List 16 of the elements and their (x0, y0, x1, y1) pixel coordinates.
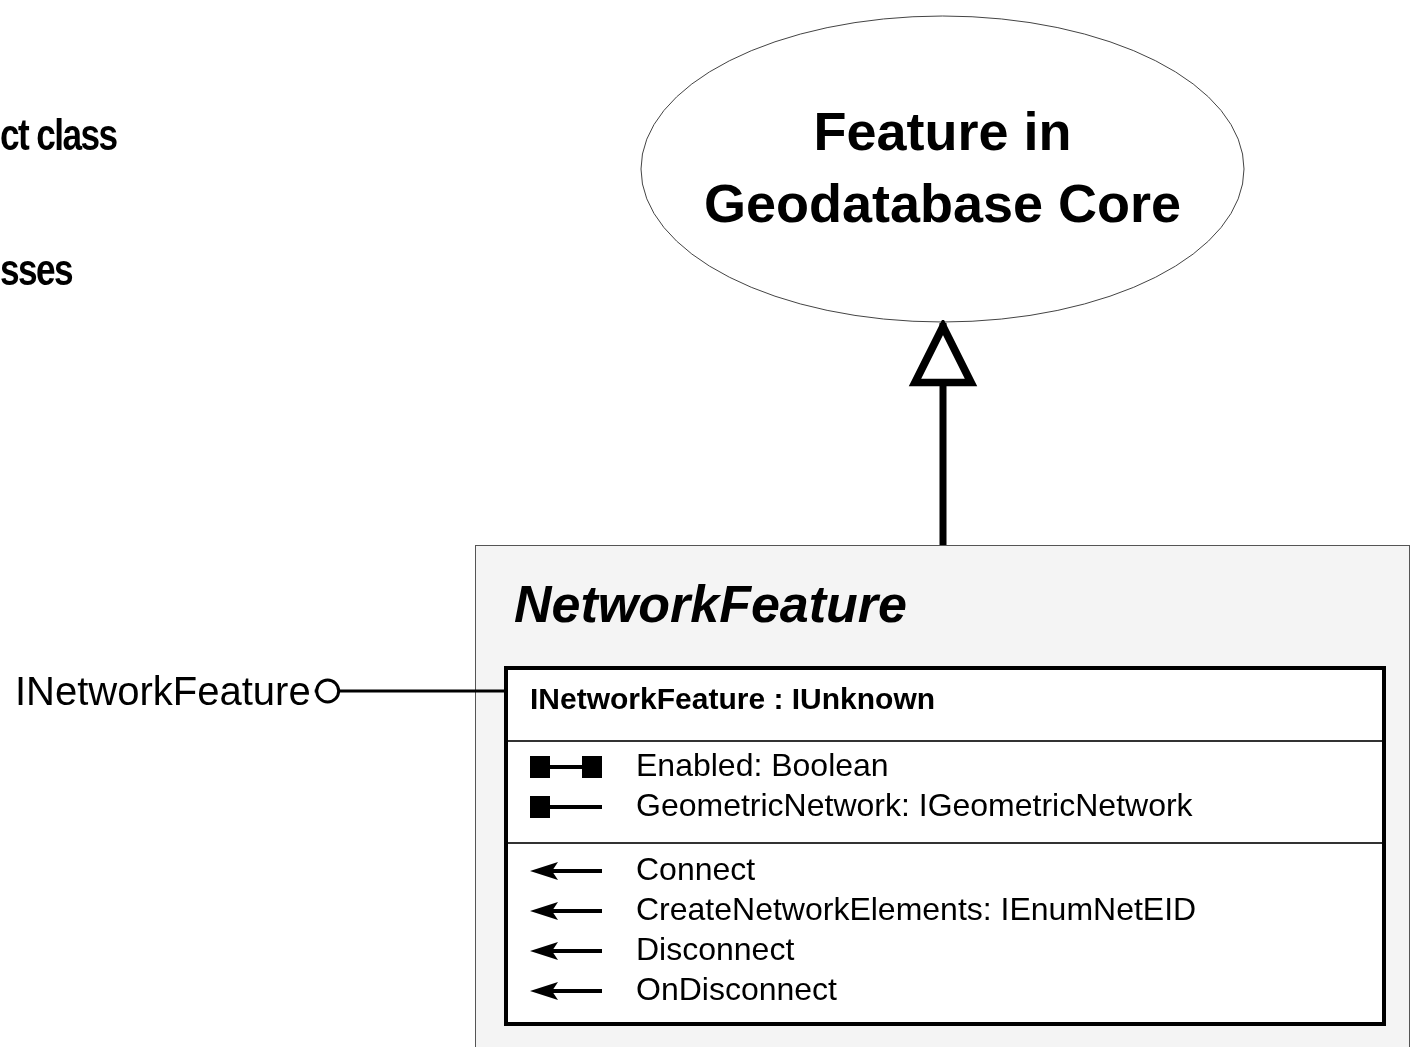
property-name: Enabled: Boolean (636, 747, 889, 783)
property-name: GeometricNetwork: IGeometricNetwork (636, 787, 1193, 823)
node-title: Feature in Geodatabase Core (702, 100, 1183, 235)
method-name: Disconnect (636, 931, 795, 967)
lollipop-connector (314, 678, 504, 704)
arrow (911, 322, 975, 545)
interface-box (504, 666, 1386, 1026)
method-name: CreateNetworkElements: IEnumNetEID (636, 891, 1197, 927)
interface-name: INetworkFeature : IUnknown (530, 682, 936, 716)
interface-label: INetworkFeature (15, 664, 311, 718)
class-name: NetworkFeature (514, 574, 907, 634)
class-box (475, 545, 1410, 1047)
method-name: OnDisconnect (636, 971, 837, 1007)
heading-fragment: sses (0, 245, 72, 295)
heading-fragment: ct class (0, 110, 117, 160)
method-name: Connect (636, 851, 756, 887)
